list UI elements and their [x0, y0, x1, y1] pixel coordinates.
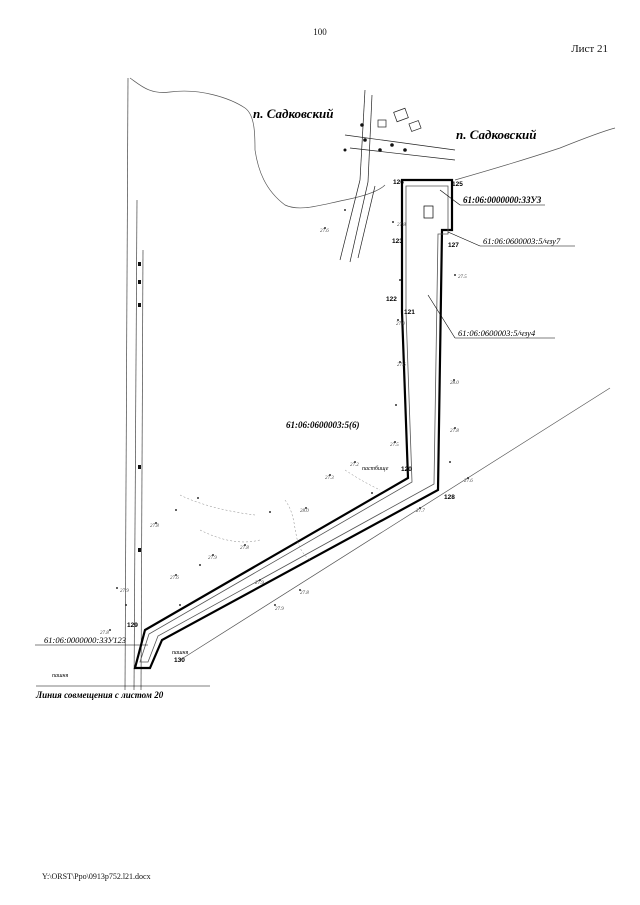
svg-text:27.6: 27.6 [320, 229, 329, 234]
svg-text:27.9: 27.9 [208, 556, 217, 561]
svg-text:27.0: 27.0 [396, 322, 405, 327]
place-name-left: п. Садковский [253, 106, 334, 121]
point-123: 123 [392, 238, 403, 245]
svg-text:27.7: 27.7 [416, 509, 425, 514]
parcel-label-chzu4: 61:06:0600003:5/чзу4 [458, 328, 536, 338]
parcel-label-chzu7: 61:06:0600003:5/чзу7 [483, 236, 561, 246]
svg-text:27.5: 27.5 [390, 443, 399, 448]
svg-text:27.6: 27.6 [397, 363, 406, 368]
svg-text:28.0: 28.0 [300, 509, 309, 514]
svg-text:27.2: 27.2 [350, 463, 359, 468]
parcel-label-zu3: 61:06:0000000:3ЗУ3 [463, 195, 542, 205]
page-number: 100 [313, 27, 327, 37]
point-127: 127 [448, 242, 459, 249]
land-use-label-bottom: пашня [172, 650, 189, 656]
svg-text:27.3: 27.3 [325, 476, 334, 481]
footer-file-path: Y:\ORST\Ppo\0913p752.l21.docx [42, 872, 151, 881]
svg-text:27.8: 27.8 [397, 223, 406, 228]
field-lines [179, 469, 381, 561]
left-road [124, 77, 144, 691]
settlement-points [343, 123, 407, 152]
land-use-label-pasture: пастбище [362, 465, 389, 472]
elevation-marks [109, 209, 469, 631]
land-use-label-left: пашня [52, 673, 69, 679]
svg-text:27.6: 27.6 [170, 576, 179, 581]
svg-text:27.9: 27.9 [275, 607, 284, 612]
svg-text:27.9: 27.9 [255, 581, 264, 586]
diagonal-boundary [179, 387, 611, 661]
boundary-line-right [454, 127, 616, 181]
terrain-contour [129, 77, 386, 209]
combine-line-caption: Линия совмещения с листом 20 [35, 690, 164, 700]
svg-text:27.8: 27.8 [300, 591, 309, 596]
point-128: 128 [444, 494, 455, 501]
place-name-right: п. Садковский [456, 127, 537, 142]
svg-text:27.8: 27.8 [240, 546, 249, 551]
svg-text:27.8: 27.8 [450, 429, 459, 434]
leader-lines [35, 189, 575, 687]
svg-text:27.5: 27.5 [458, 275, 467, 280]
parcel-label-zu123: 61:06:0000000:3ЗУ123 [44, 635, 126, 645]
svg-text:27.6: 27.6 [464, 479, 473, 484]
road-markers [138, 262, 141, 552]
point-126: 126 [393, 179, 404, 186]
svg-text:28.0: 28.0 [450, 381, 459, 386]
elevation-labels: 27.6 27.8 27.5 27.0 27.6 28.0 27.8 27.5 27.2… [100, 223, 473, 636]
point-125: 125 [452, 181, 463, 188]
svg-text:27.8: 27.8 [150, 524, 159, 529]
svg-text:27.9: 27.9 [120, 589, 129, 594]
point-122: 122 [386, 296, 397, 303]
settlement-cluster [339, 89, 456, 263]
point-120: 120 [401, 466, 412, 473]
small-structure [423, 205, 434, 219]
corridor-outline-inner [139, 185, 449, 663]
point-121: 121 [404, 309, 415, 316]
sheet-label: Лист 21 [571, 43, 608, 55]
point-130: 130 [174, 657, 185, 664]
parcel-label-main: 61:06:0600003:5(6) [286, 420, 360, 430]
svg-text:27.8: 27.8 [100, 631, 109, 636]
corridor-outline-outer [133, 178, 454, 670]
point-129: 129 [127, 622, 138, 629]
